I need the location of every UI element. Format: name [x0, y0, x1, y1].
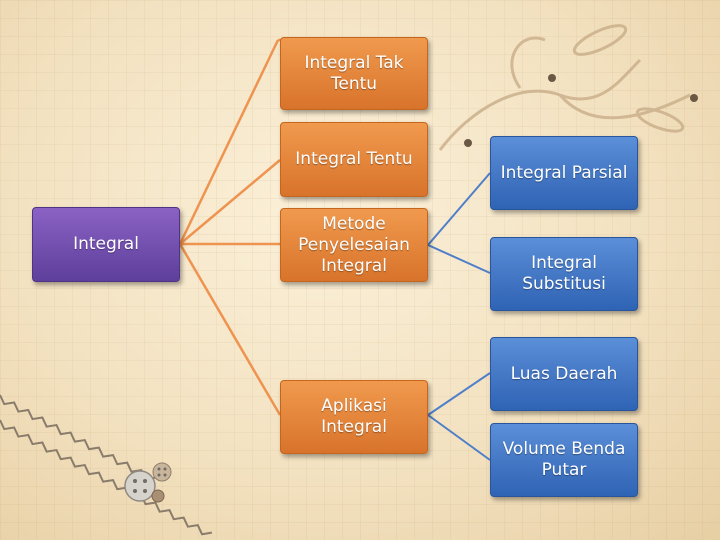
node-integral-parsial[interactable]: Integral Parsial	[490, 136, 638, 210]
connector-line	[427, 414, 491, 461]
connector-line	[178, 243, 282, 416]
node-aplikasi-integral[interactable]: Aplikasi Integral	[280, 380, 428, 454]
node-integral-tentu[interactable]: Integral Tentu	[280, 122, 428, 197]
node-label: Volume Benda Putar	[502, 439, 626, 480]
node-label: Luas Daerah	[510, 363, 618, 384]
pin-icon	[690, 94, 698, 102]
node-label: Integral Parsial	[500, 162, 628, 183]
zigzag-ribbon-icon	[0, 394, 156, 481]
node-luas-daerah[interactable]: Luas Daerah	[490, 337, 638, 411]
node-integral-substitusi[interactable]: Integral Substitusi	[490, 237, 638, 311]
connector-line	[427, 244, 491, 274]
node-metode-penyelesaian[interactable]: Metode Penyelesaian Integral	[280, 208, 428, 282]
node-label: Integral	[73, 234, 139, 254]
node-label: Integral Substitusi	[522, 253, 606, 294]
zigzag-ribbon-icon	[0, 419, 213, 536]
connector-line	[427, 372, 491, 416]
vine-ornament-icon	[438, 24, 691, 151]
node-label: Integral Tentu	[295, 149, 413, 169]
pin-icon	[548, 74, 556, 82]
button-ornament-icon	[152, 462, 172, 482]
node-volume-benda-putar[interactable]: Volume Benda Putar	[490, 423, 638, 497]
connector-line	[178, 39, 280, 245]
button-ornament-icon	[124, 470, 156, 502]
node-root[interactable]: Integral	[32, 207, 180, 282]
node-label: Metode Penyelesaian Integral	[298, 213, 410, 276]
level2-connectors	[427, 172, 491, 461]
connector-line	[179, 159, 281, 245]
node-integral-tak-tentu[interactable]: Integral Tak Tentu	[280, 37, 428, 110]
node-label: Aplikasi Integral	[321, 396, 387, 437]
button-ornament-icon	[151, 489, 165, 503]
connector-line	[427, 172, 491, 246]
node-label: Integral Tak Tentu	[304, 52, 404, 94]
pin-icon	[464, 139, 472, 147]
